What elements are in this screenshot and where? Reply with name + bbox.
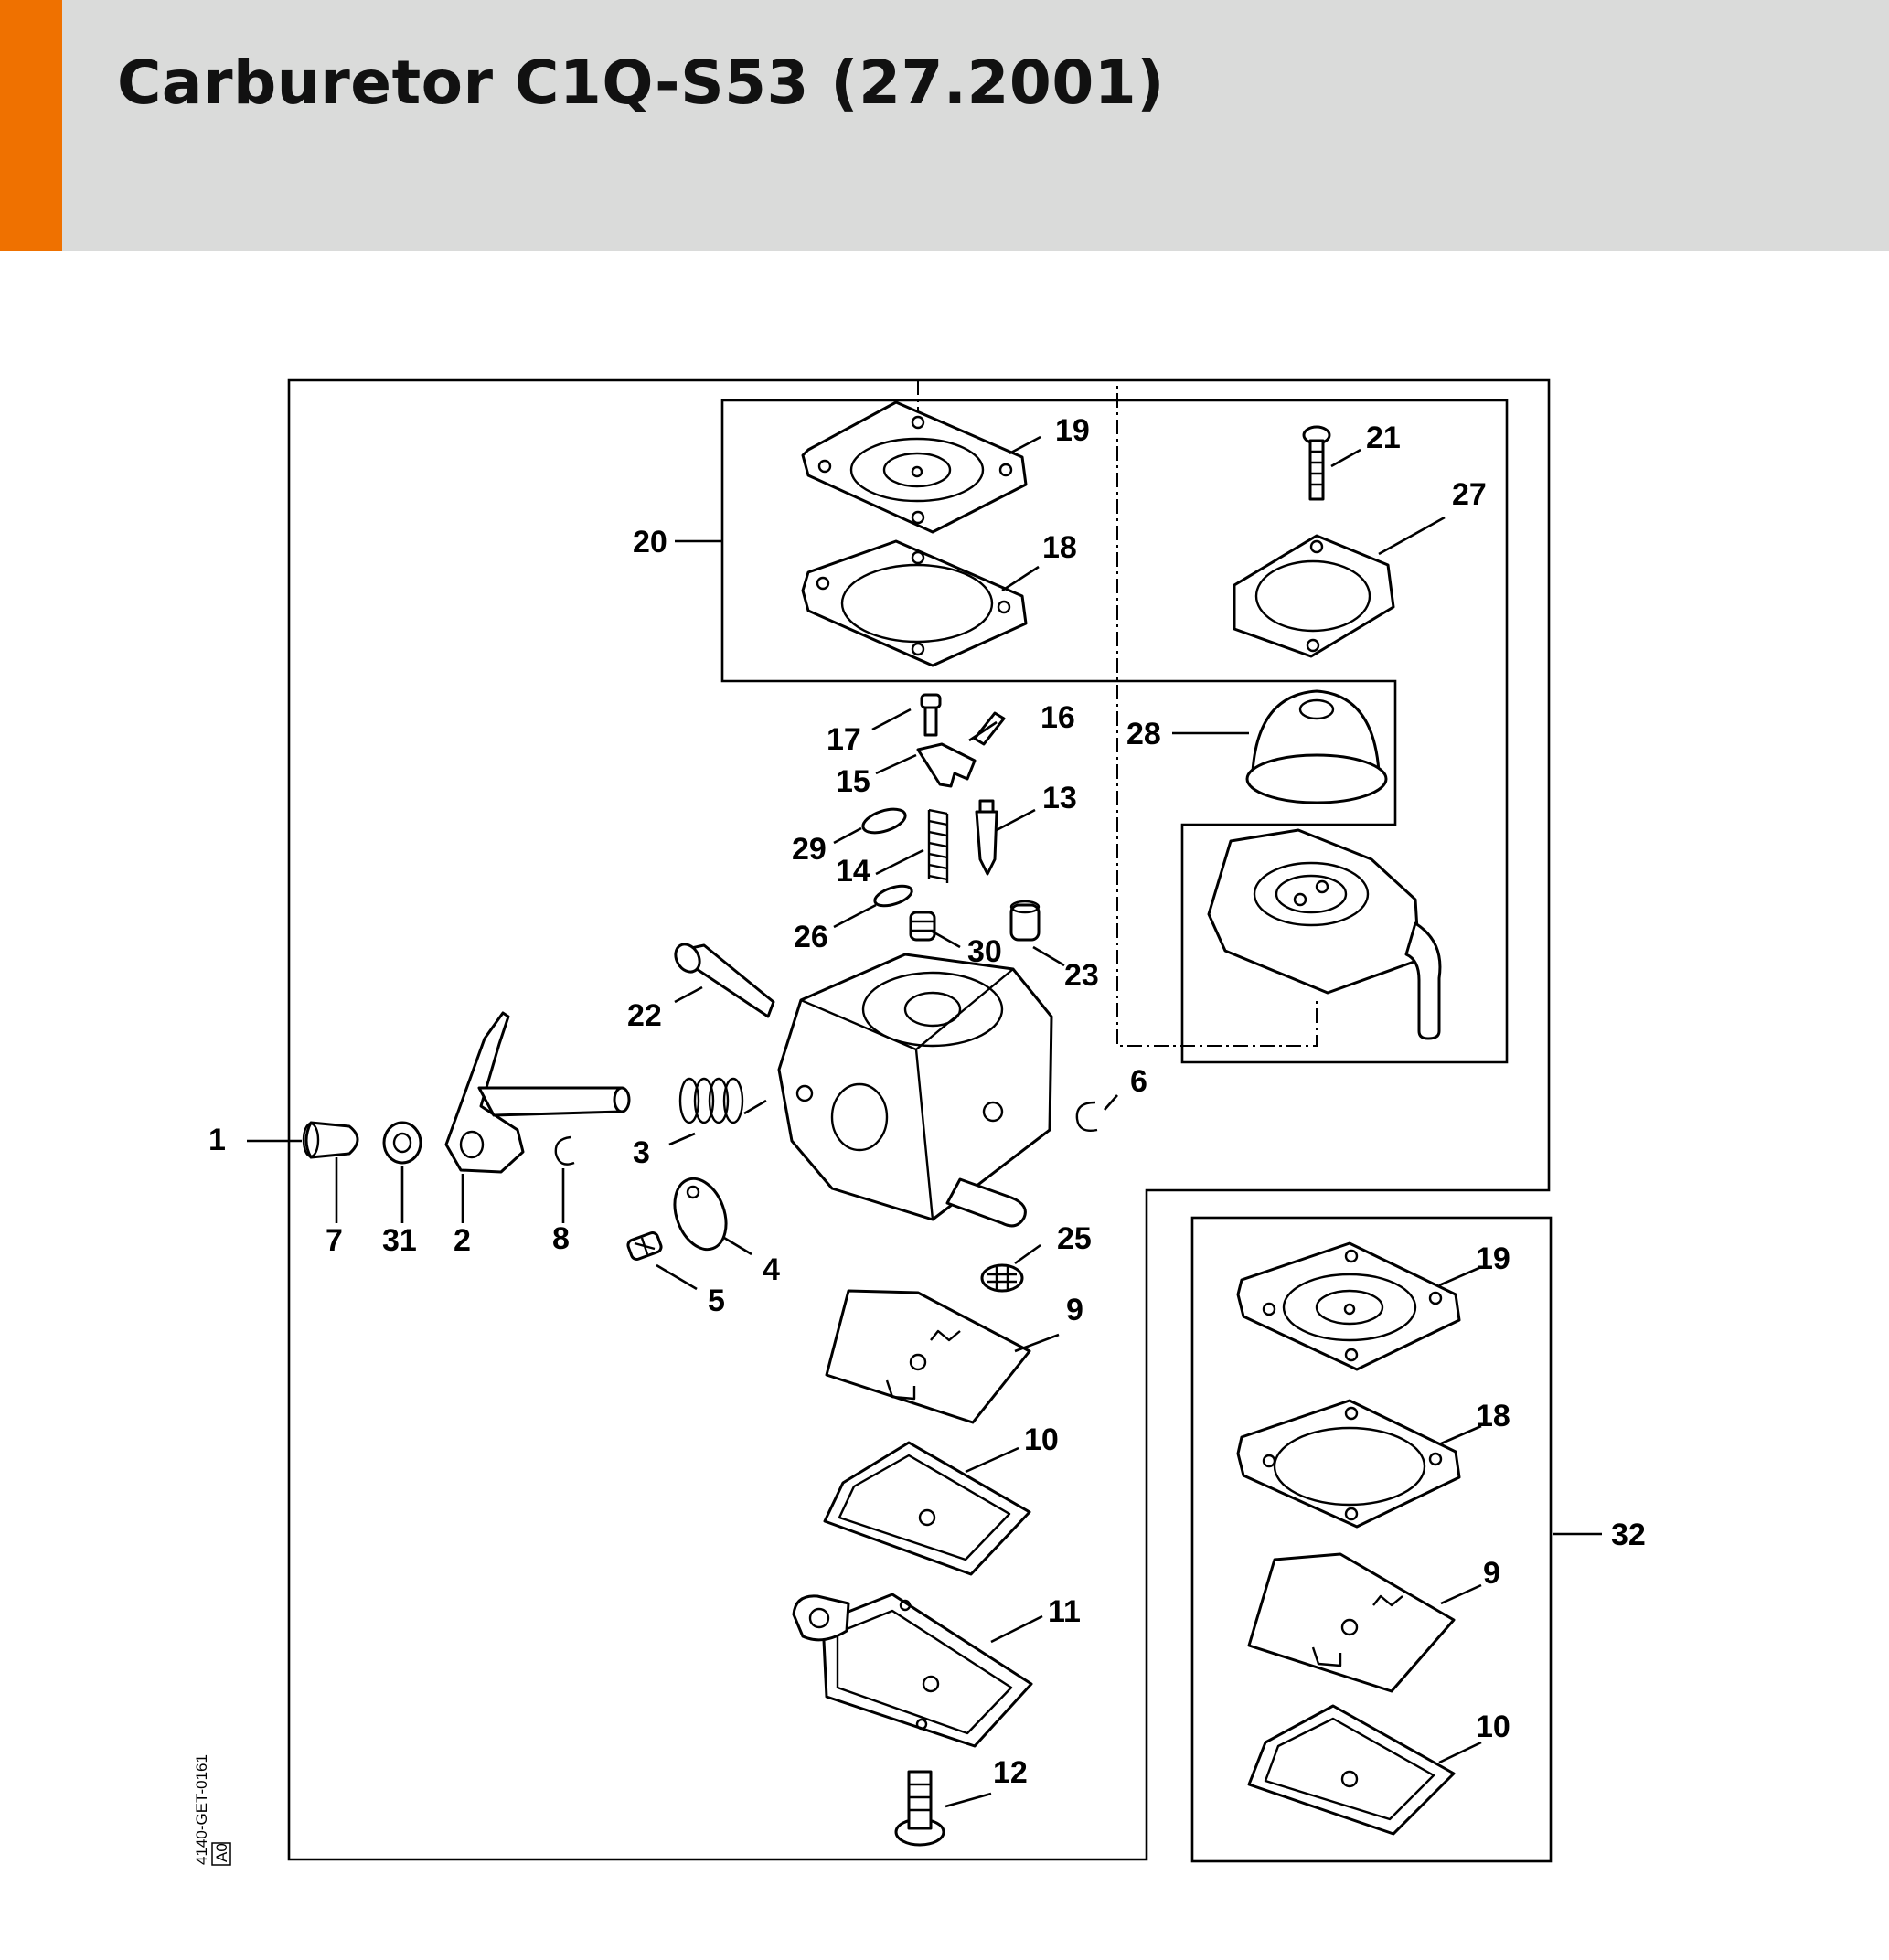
callout-26: 26 — [794, 920, 828, 954]
callout-17: 17 — [827, 722, 861, 757]
callout-labels: 19 18 20 21 27 28 17 16 15 13 29 14 26 3… — [208, 413, 1646, 1790]
callout-16: 16 — [1041, 700, 1075, 735]
callout-kit-18: 18 — [1476, 1399, 1510, 1433]
e-clip-8 — [554, 1135, 575, 1166]
callout-kit-9: 9 — [1483, 1556, 1500, 1591]
callout-6: 6 — [1130, 1064, 1147, 1099]
screw-21 — [1302, 425, 1331, 501]
throttle-shaft-2 — [444, 1011, 631, 1174]
repair-kit-box — [1190, 1216, 1553, 1863]
screw-5 — [626, 1231, 663, 1261]
idle-screw-22 — [674, 943, 775, 1018]
inlet-needle-13 — [975, 799, 998, 876]
spring-3 — [678, 1077, 744, 1124]
carburetor-body — [777, 953, 1053, 1228]
callout-21: 21 — [1366, 421, 1401, 455]
pump-cover-27 — [1233, 534, 1395, 658]
callout-1: 1 — [208, 1123, 226, 1157]
callout-kit-19: 19 — [1476, 1241, 1510, 1276]
screw-12 — [894, 1770, 945, 1847]
header-bar — [0, 0, 1889, 251]
reference-code: 4140-GET-0161 — [193, 1754, 210, 1865]
callout-27: 27 — [1452, 477, 1487, 512]
kit-diaphragm-9 — [1247, 1552, 1456, 1693]
plug-29 — [861, 807, 907, 835]
leader-lines — [247, 435, 1602, 1808]
fuel-pump-body-11 — [792, 1592, 1033, 1748]
primer-bulb-28 — [1245, 689, 1388, 804]
assembly-frame — [287, 378, 1551, 1861]
washer-31 — [382, 1121, 422, 1165]
callout-32: 32 — [1611, 1518, 1646, 1552]
pin-16 — [973, 711, 1006, 746]
kit-gasket-10 — [1247, 1704, 1456, 1836]
callout-5: 5 — [708, 1284, 725, 1318]
header-accent-stripe — [0, 0, 62, 251]
callout-18: 18 — [1042, 530, 1077, 565]
callout-12: 12 — [993, 1755, 1028, 1790]
page-title: Carburetor C1Q-S53 (27.2001) — [117, 48, 1165, 118]
callout-10: 10 — [1024, 1422, 1059, 1457]
diaphragm-19 — [801, 400, 1028, 534]
callout-20: 20 — [633, 525, 667, 559]
e-clip-6 — [1075, 1101, 1098, 1132]
callout-15: 15 — [836, 764, 870, 799]
callout-7: 7 — [326, 1223, 343, 1258]
cap-7 — [302, 1121, 359, 1159]
pump-housing — [1207, 828, 1442, 1040]
throttle-plate-4 — [673, 1177, 728, 1252]
adjusting-screw-30 — [909, 911, 936, 942]
callout-8: 8 — [552, 1221, 570, 1256]
kit-diaphragm-19 — [1236, 1241, 1461, 1371]
plug-26 — [873, 884, 913, 908]
gasket-18 — [801, 539, 1028, 667]
callout-11: 11 — [1048, 1594, 1081, 1629]
callout-31: 31 — [382, 1223, 417, 1258]
screw-17 — [920, 693, 942, 737]
callout-4: 4 — [763, 1252, 780, 1287]
callout-23: 23 — [1064, 958, 1099, 993]
diaphragm-9 — [825, 1289, 1031, 1424]
cap-23 — [1009, 900, 1041, 942]
callout-28: 28 — [1126, 717, 1161, 751]
reference-code-block: 4140-GET-0161 A0 — [193, 1754, 231, 1866]
kit-gasket-18 — [1236, 1399, 1461, 1529]
strainer-25 — [980, 1263, 1024, 1293]
callout-13: 13 — [1042, 781, 1077, 815]
lever-15 — [916, 742, 977, 788]
callout-9: 9 — [1066, 1293, 1083, 1327]
reference-box: A0 — [213, 1843, 230, 1862]
callout-29: 29 — [792, 832, 827, 867]
gasket-10 — [823, 1441, 1031, 1576]
callout-19: 19 — [1055, 413, 1090, 448]
callout-kit-10: 10 — [1476, 1710, 1510, 1744]
callout-14: 14 — [836, 854, 870, 889]
callout-30: 30 — [967, 934, 1002, 969]
callout-25: 25 — [1057, 1221, 1092, 1256]
pump-group-box — [720, 399, 1509, 1064]
callout-3: 3 — [633, 1135, 650, 1170]
callout-22: 22 — [627, 998, 662, 1033]
callout-2: 2 — [454, 1223, 471, 1258]
spring-14 — [927, 808, 949, 883]
